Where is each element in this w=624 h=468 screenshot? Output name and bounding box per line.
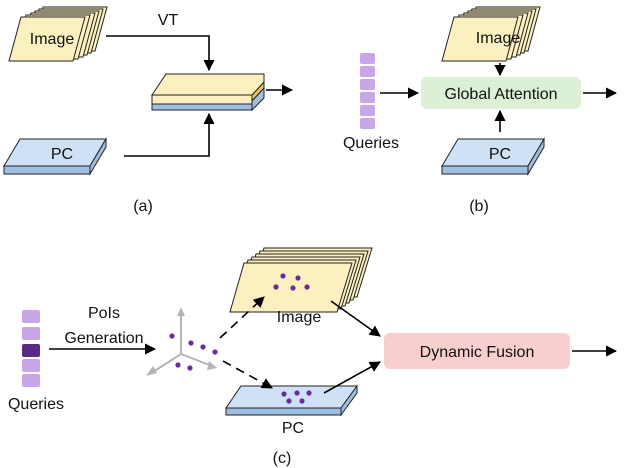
queries-label-b: Queries [343, 135, 399, 152]
arrow-pc-to-fusion [323, 361, 381, 394]
projected-dot [306, 390, 312, 396]
projected-dot [286, 398, 292, 404]
projected-dot [299, 398, 305, 404]
image-stack-b: Image [441, 6, 541, 62]
query-token [22, 359, 40, 372]
queries-b: Queries [343, 53, 399, 152]
axes-3d-icon [146, 307, 218, 376]
pc-label-a: PC [51, 146, 73, 163]
caption-b: (b) [469, 198, 489, 215]
image-stack-c: Image [229, 247, 373, 326]
image-label-c: Image [277, 309, 322, 326]
arrow-image-to-fusion [330, 300, 381, 337]
query-token [360, 53, 375, 64]
pois-label-line2: Generation [64, 330, 143, 347]
query-token-selected [22, 344, 40, 357]
dynamic-fusion-box: Dynamic Fusion [384, 333, 570, 369]
poi-dot [200, 344, 206, 350]
pc-slab-a: PC [3, 137, 107, 176]
query-token [360, 105, 375, 116]
pc-slab-c: PC [225, 384, 358, 437]
query-token [360, 92, 375, 103]
arrow-pc-to-fused [124, 112, 215, 157]
pois-label-line1: PoIs [88, 305, 120, 322]
poi-dot [212, 349, 218, 355]
caption-a: (a) [133, 198, 153, 215]
queries-c: Queries [8, 310, 64, 413]
projected-dot [290, 285, 296, 291]
query-token [22, 310, 40, 323]
projected-dot [281, 391, 287, 397]
image-label-a: Image [30, 31, 75, 48]
global-attention-label: Global Attention [445, 86, 558, 103]
poi-dot [188, 340, 194, 346]
projected-dot [294, 390, 300, 396]
poi-dot [175, 362, 181, 368]
pc-label-b: PC [489, 146, 511, 163]
panel-b: Image Queries Global Attention PC (b) [343, 6, 618, 215]
arrow-image-to-fused [106, 35, 215, 72]
projected-dot [295, 275, 301, 281]
caption-c: (c) [273, 450, 292, 467]
projected-dot [304, 284, 310, 290]
query-token [360, 118, 375, 129]
panel-c: Queries PoIs Generation [8, 247, 618, 467]
query-token [22, 374, 40, 387]
image-label-b: Image [476, 30, 521, 47]
queries-label-c: Queries [8, 396, 64, 413]
fused-block-a [151, 73, 265, 112]
pc-slab-b: PC [441, 137, 545, 176]
global-attention-box: Global Attention [421, 77, 581, 109]
poi-dot [187, 365, 193, 371]
dashed-arrow-to-pc [222, 360, 273, 389]
projected-dot [280, 273, 286, 279]
poi-dot [169, 333, 175, 339]
vt-label: VT [158, 12, 179, 29]
dynamic-fusion-label: Dynamic Fusion [420, 344, 535, 361]
pc-label-c: PC [282, 420, 304, 437]
query-token [22, 327, 40, 340]
panel-a: Image PC VT (a) [3, 6, 294, 215]
image-stack-a: Image [8, 6, 108, 62]
query-token [360, 79, 375, 90]
query-token [360, 66, 375, 77]
dashed-arrow-to-image [219, 296, 265, 339]
projected-dot [273, 284, 279, 290]
